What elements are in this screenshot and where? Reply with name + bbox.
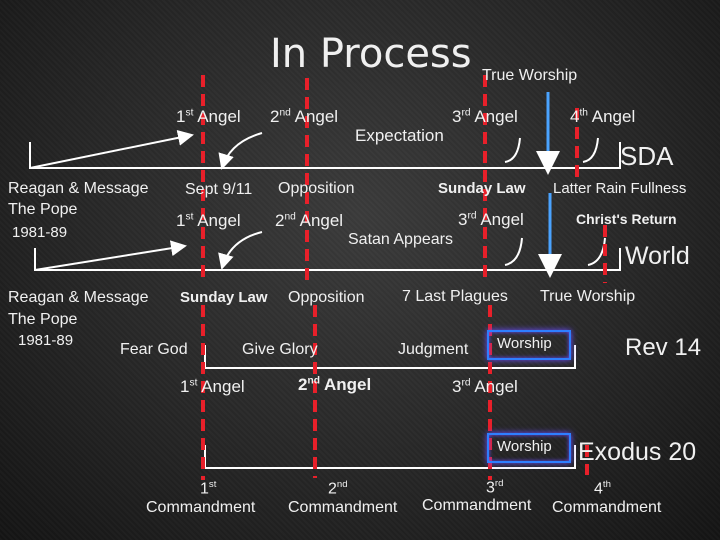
latter-rain-label: Latter Rain Fullness (553, 180, 687, 197)
arrow-line (29, 129, 194, 169)
worship-box-row-3 (487, 330, 571, 360)
angel-label-row3-1: 1st Angel (180, 377, 245, 396)
pope-label-2: The Pope (8, 311, 78, 328)
angel-label-1: 1st Angel (176, 107, 241, 126)
give-glory-label: Give Glory (242, 341, 318, 358)
angel-label-row3-3: 3rd Angel (452, 377, 518, 396)
timeline-row-1 (29, 129, 621, 170)
rev-14-label: Rev 14 (625, 334, 702, 361)
angel-label-row2-3: 3rd Angel (458, 210, 524, 229)
reagan-label-2: Reagan & Message (8, 289, 149, 306)
commandment-number-4: 4th (594, 479, 611, 498)
curved-arrow (218, 231, 263, 270)
hook-mark (582, 137, 599, 163)
pope-label-1: The Pope (8, 201, 78, 218)
angel-label-2: 2nd Angel (270, 107, 339, 126)
commandment-number-3: 3rd (486, 478, 504, 497)
years-label-1: 1981-89 (12, 224, 68, 241)
timeline-row-4 (204, 445, 576, 469)
sunday-law-label-1: Sunday Law (438, 180, 526, 197)
curved-arrow (218, 132, 263, 170)
commandment-label-2: Commandment (288, 499, 398, 516)
exodus-20-label: Exodus 20 (578, 438, 697, 466)
expectation-label: Expectation (355, 126, 444, 145)
commandment-label-3: Commandment (422, 497, 532, 514)
true-worship-label: True Worship (482, 67, 578, 84)
angel-label-row3-2: 2nd Angel (298, 375, 372, 394)
angel-label-3: 3rd Angel (452, 107, 518, 126)
sept-911-label: Sept 9/11 (185, 181, 253, 198)
timeline-row-3 (204, 345, 576, 369)
commandment-label-1: Commandment (146, 499, 256, 516)
world-label: World (625, 242, 690, 270)
red-dashed-markers (201, 75, 607, 480)
sunday-law-label-2: Sunday Law (180, 289, 268, 306)
sda-label: SDA (620, 141, 674, 171)
angel-label-row2-1: 1st Angel (176, 211, 241, 230)
angel-label-4: 4th Angel (570, 107, 636, 126)
opposition-label-1: Opposition (278, 180, 355, 197)
worship-box-row-4 (487, 433, 571, 463)
reagan-label-1: Reagan & Message (8, 180, 149, 197)
slide-title: In Process (270, 31, 472, 77)
seven-plagues-label: 7 Last Plagues (402, 288, 508, 305)
hook-mark (587, 237, 606, 266)
arrow-line (34, 240, 187, 271)
true-worship-label-2: True Worship (540, 288, 636, 305)
angel-label-row2-2: 2nd Angel (275, 211, 344, 230)
satan-appears-label: Satan Appears (348, 231, 453, 248)
timeline-row-2 (34, 231, 621, 271)
judgment-label: Judgment (398, 341, 469, 358)
worship-label-2: Worship (497, 438, 552, 455)
hook-mark (504, 237, 523, 266)
commandment-number-2: 2nd (328, 479, 348, 498)
years-label-2: 1981-89 (18, 332, 74, 349)
fear-god-label: Fear God (120, 341, 188, 358)
christs-return-label: Christ's Return (576, 211, 677, 227)
worship-label-1: Worship (497, 335, 552, 352)
commandment-number-1: 1st (200, 479, 217, 498)
hook-mark (504, 137, 521, 163)
commandment-label-4: Commandment (552, 499, 662, 516)
opposition-label-2: Opposition (288, 289, 365, 306)
